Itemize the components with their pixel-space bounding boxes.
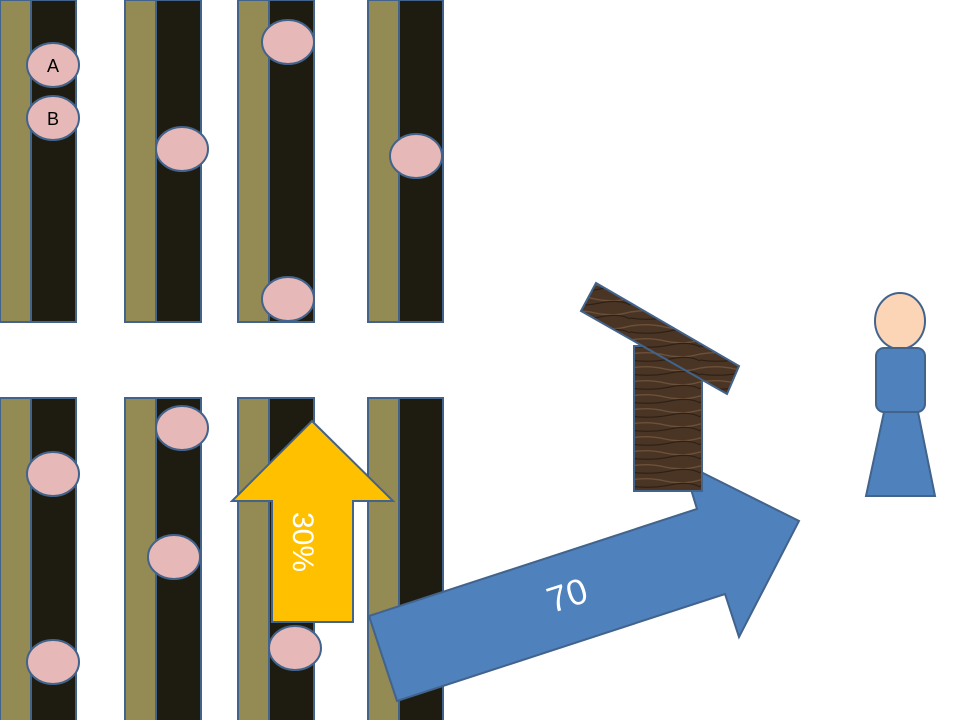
bead-b-label: B [47, 109, 59, 129]
wooden-house-icon [579, 281, 741, 492]
bead [261, 276, 315, 322]
bead [261, 19, 315, 65]
strip-top-1 [0, 0, 77, 323]
bead [26, 639, 80, 685]
bead-a-label: A [47, 56, 59, 76]
bead [147, 534, 201, 580]
bead-b: B [26, 95, 80, 141]
right-arrow: 70 [367, 461, 801, 703]
bead [389, 133, 443, 179]
bead [155, 405, 209, 451]
bead [155, 126, 209, 172]
bead [26, 451, 80, 497]
bead-a: A [26, 42, 80, 88]
up-arrow: 30% [229, 419, 396, 623]
bead [268, 625, 322, 671]
person-icon [864, 292, 937, 497]
up-arrow-label: 30% [286, 512, 319, 572]
